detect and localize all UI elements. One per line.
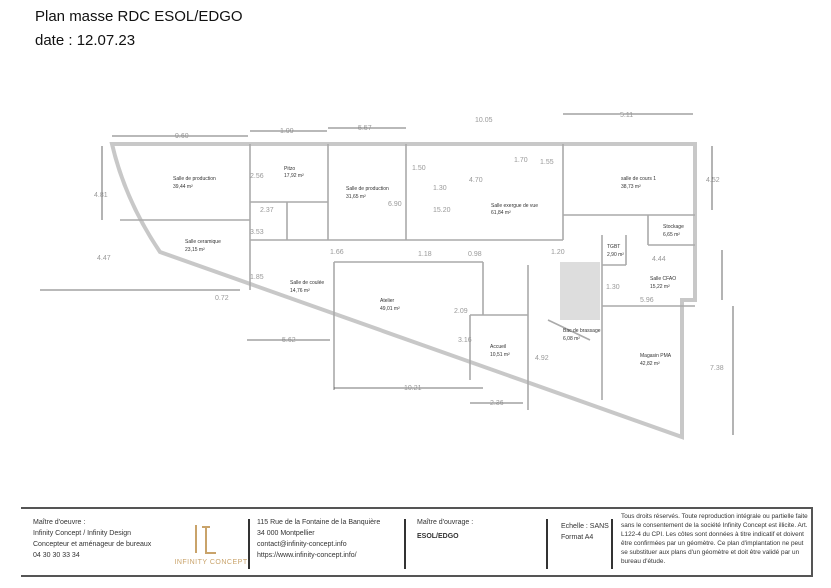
infinity-concept-logo: INFINITY CONCEPT [166, 519, 247, 569]
dimension: 0.98 [468, 251, 482, 258]
room-name: salle de cours 1 [621, 176, 656, 182]
room-name: Salle exergue de vue [491, 203, 538, 209]
legal-notice: Tous droits réservés. Toute reproduction… [621, 513, 808, 565]
room-name: Bac de brassage [563, 328, 601, 334]
room-name: TGBT [607, 244, 620, 250]
interior-walls [120, 144, 695, 410]
room-area: 2,90 m² [607, 252, 624, 258]
title-block: Maître d'oeuvre : Infinity Concept / Inf… [21, 507, 813, 577]
room-area: 6,08 m² [563, 336, 580, 342]
dimension: 1.50 [412, 165, 426, 172]
room-name: Salle ceramique [185, 239, 221, 245]
dimension: 4.44 [652, 256, 666, 263]
divider [611, 519, 613, 569]
scale: Echelle : SANS [561, 523, 609, 530]
dimension: 3.53 [250, 229, 264, 236]
room-name: Salle de production [173, 176, 216, 182]
divider [248, 519, 250, 569]
dimension: 4.92 [535, 355, 549, 362]
dimension-lines [40, 113, 734, 435]
dimension: 5.57 [358, 125, 372, 132]
room-area: 42,82 m² [640, 361, 660, 367]
moe-label: Maître d'oeuvre : [33, 519, 86, 526]
scale-info: Echelle : SANS Format A4 [561, 521, 609, 543]
dimension: 2.09 [454, 308, 468, 315]
dimension: 4.52 [706, 177, 720, 184]
room-area: 31,65 m² [346, 194, 366, 200]
moe-name: Infinity Concept / Infinity Design [33, 530, 132, 537]
floor-plan: Salle de production 39,44 m² Pitzo 17,92… [40, 112, 734, 440]
divider [404, 519, 406, 569]
dimension: 1.30 [433, 185, 447, 192]
dimension: 2.36 [490, 400, 504, 407]
client-info: Maître d'ouvrage : ESOL/EDGO [417, 517, 473, 542]
room-area: 10,51 m² [490, 352, 510, 358]
room-area: 15,22 m² [650, 284, 670, 290]
room-area: 61,84 m² [491, 210, 511, 216]
dimension: 4.70 [469, 177, 483, 184]
room-area: 14,76 m² [290, 288, 310, 294]
address-line-1: 115 Rue de la Fontaine de la Banquière [257, 519, 381, 526]
phone: 04 30 30 33 34 [33, 552, 80, 559]
room-name: Salle de production [346, 186, 389, 192]
room-area: 23,15 m² [185, 247, 205, 253]
dimension: 15.20 [433, 207, 451, 214]
dimension: 10.21 [404, 385, 422, 392]
owner-info: Maître d'oeuvre : Infinity Concept / Inf… [33, 517, 151, 561]
dimension: 3.16 [458, 337, 472, 344]
dimension: 1.99 [280, 128, 294, 135]
dimension: 0.72 [215, 295, 229, 302]
room-name: Stockage [663, 224, 684, 230]
address-line-2: 34 000 Montpellier [257, 530, 315, 537]
dimension: 4.47 [97, 255, 111, 262]
mo-name: ESOL/EDGO [417, 533, 459, 540]
dimension: 1.30 [606, 284, 620, 291]
room-area: 6,65 m² [663, 232, 680, 238]
dimension: 1.70 [514, 157, 528, 164]
dimension: 6.90 [388, 201, 402, 208]
dimension: 2.56 [250, 173, 264, 180]
dimension: 5.62 [282, 337, 296, 344]
email[interactable]: contact@infinity-concept.info [257, 541, 347, 548]
website[interactable]: https://www.infinity-concept.info/ [257, 552, 357, 559]
room-name: Salle CFAO [650, 276, 676, 282]
contact-info: 115 Rue de la Fontaine de la Banquière 3… [257, 517, 380, 561]
dimension: 5.96 [640, 297, 654, 304]
plan-date: date : 12.07.23 [35, 32, 136, 49]
dimension: 7.38 [710, 365, 724, 372]
room-area: 38,73 m² [621, 184, 641, 190]
divider [546, 519, 548, 569]
dimension: 1.18 [418, 251, 432, 258]
dimension: 1.55 [540, 159, 554, 166]
dimension: 5.11 [620, 112, 633, 119]
format: Format A4 [561, 534, 594, 541]
logo-text: INFINITY CONCEPT [174, 559, 248, 566]
dimension: 9.60 [175, 133, 189, 140]
dimension: 1.66 [330, 249, 344, 256]
stairwell [560, 262, 600, 320]
room-name: Atelier [380, 298, 395, 304]
room-area: 17,92 m² [284, 173, 304, 179]
mo-label: Maître d'ouvrage : [417, 519, 474, 526]
outer-walls [109, 142, 697, 440]
room-name: Accueil [490, 344, 506, 350]
room-area: 49,01 m² [380, 306, 400, 312]
plan-title: Plan masse RDC ESOL/EDGO [35, 8, 243, 25]
room-name: Salle de coulée [290, 280, 324, 286]
moe-desc: Concepteur et aménageur de bureaux [33, 541, 152, 548]
dimension: 1.20 [551, 249, 565, 256]
dimension: 2.37 [260, 207, 274, 214]
dimension: 1.85 [250, 274, 264, 281]
dimension-labels: 9.60 1.99 5.57 10.05 5.11 4.81 4.47 0.72… [94, 112, 724, 407]
room-name: Pitzo [284, 166, 295, 172]
room-labels: Salle de production 39,44 m² Pitzo 17,92… [173, 166, 684, 367]
room-name: Magasin PMA [640, 353, 672, 359]
dimension: 4.81 [94, 192, 108, 199]
dimension: 10.05 [475, 117, 493, 124]
room-area: 39,44 m² [173, 184, 193, 190]
